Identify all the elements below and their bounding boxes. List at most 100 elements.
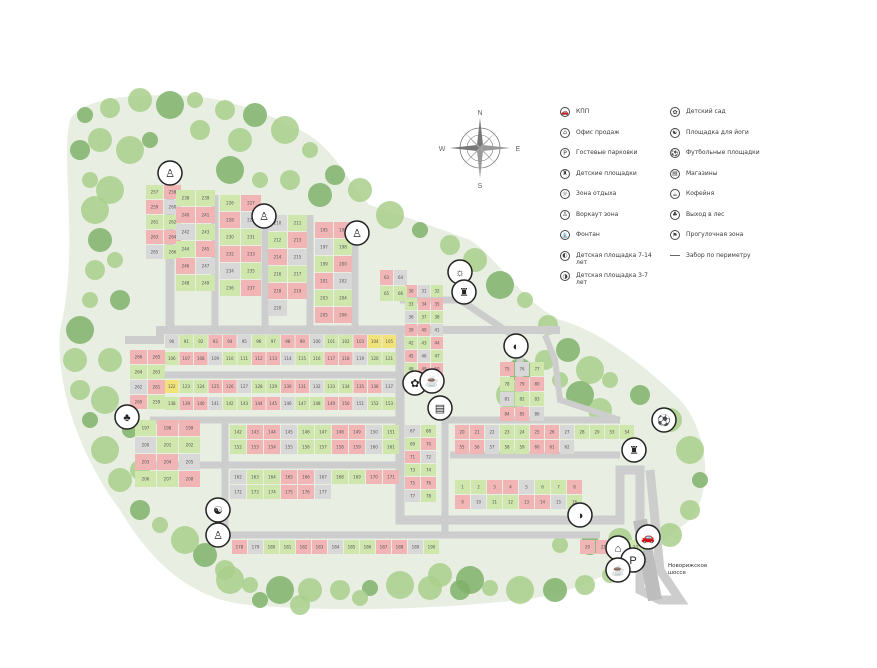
kids-3-7-icon[interactable]: ◑ <box>567 502 593 528</box>
lot-55[interactable]: 55 <box>455 440 469 454</box>
lot-247[interactable]: 247 <box>196 258 215 274</box>
playground-icon[interactable]: ♜ <box>621 437 647 463</box>
cafe-icon[interactable]: ☕ <box>605 557 631 583</box>
lot-206[interactable]: 206 <box>135 471 156 487</box>
lot-3[interactable]: 3 <box>487 480 502 494</box>
lot-5[interactable]: 5 <box>519 480 534 494</box>
lot-29[interactable]: 29 <box>590 425 604 439</box>
lot-76[interactable]: 76 <box>421 477 436 489</box>
lot-132[interactable]: 132 <box>310 380 324 393</box>
lot-85[interactable]: 85 <box>515 407 529 421</box>
lot-44[interactable]: 44 <box>431 337 443 349</box>
lot-69[interactable]: 69 <box>405 438 420 450</box>
lot-242[interactable]: 242 <box>176 224 195 240</box>
lot-212[interactable]: 212 <box>268 232 287 248</box>
lot-78[interactable]: 78 <box>421 490 436 502</box>
lot-170[interactable]: 170 <box>366 470 382 484</box>
lot-150[interactable]: 150 <box>339 397 353 410</box>
lot-108[interactable]: 108 <box>194 352 208 365</box>
lot-203[interactable]: 203 <box>315 290 333 306</box>
lot-186[interactable]: 186 <box>360 540 375 554</box>
lot-70[interactable]: 70 <box>421 438 436 450</box>
lot-26[interactable]: 26 <box>545 425 559 439</box>
lot-178[interactable]: 178 <box>232 540 247 554</box>
lot-259[interactable]: 259 <box>146 200 163 214</box>
lot-27[interactable]: 27 <box>560 425 574 439</box>
lot-145[interactable]: 145 <box>281 425 297 439</box>
lot-64[interactable]: 64 <box>394 270 407 285</box>
lot-119[interactable]: 119 <box>353 352 368 365</box>
lot-91[interactable]: 91 <box>179 335 194 348</box>
lot-205[interactable]: 205 <box>179 454 200 470</box>
lot-34[interactable]: 34 <box>418 298 430 310</box>
lot-95[interactable]: 95 <box>237 335 252 348</box>
lot-189[interactable]: 189 <box>408 540 423 554</box>
lot-31[interactable]: 31 <box>418 285 430 297</box>
lot-67[interactable]: 67 <box>405 425 420 437</box>
lot-106[interactable]: 106 <box>165 352 179 365</box>
lot-215[interactable]: 215 <box>288 249 307 265</box>
lot-145[interactable]: 145 <box>266 397 281 410</box>
lot-184[interactable]: 184 <box>328 540 343 554</box>
lot-146[interactable]: 146 <box>298 425 314 439</box>
lot-207[interactable]: 207 <box>157 471 178 487</box>
lot-241[interactable]: 241 <box>196 207 215 223</box>
lot-112[interactable]: 112 <box>252 352 266 365</box>
lot-162[interactable]: 162 <box>230 470 246 484</box>
lot-168[interactable]: 168 <box>332 470 348 484</box>
lot-15[interactable]: 15 <box>551 495 566 509</box>
lot-231[interactable]: 231 <box>241 229 261 245</box>
lot-134[interactable]: 134 <box>339 380 353 393</box>
lot-118[interactable]: 118 <box>339 352 353 365</box>
lot-28[interactable]: 28 <box>575 425 589 439</box>
lot-263[interactable]: 263 <box>148 365 165 379</box>
lot-21[interactable]: 21 <box>470 425 484 439</box>
lot-198[interactable]: 198 <box>334 239 352 255</box>
lot-42[interactable]: 42 <box>405 337 417 349</box>
lot-90[interactable]: 90 <box>165 335 179 348</box>
lot-116[interactable]: 116 <box>310 352 324 365</box>
lot-236[interactable]: 236 <box>220 280 240 296</box>
lot-237[interactable]: 237 <box>241 280 261 296</box>
lot-204[interactable]: 204 <box>157 454 178 470</box>
lot-63[interactable]: 63 <box>380 270 393 285</box>
lot-94[interactable]: 94 <box>223 335 237 348</box>
lot-195[interactable]: 195 <box>315 222 333 238</box>
kids-7-14-icon[interactable]: ◐ <box>503 333 529 359</box>
lot-139[interactable]: 139 <box>179 397 194 410</box>
lot-80[interactable]: 80 <box>530 377 544 391</box>
lot-243[interactable]: 243 <box>196 224 215 240</box>
lot-176[interactable]: 176 <box>298 485 314 499</box>
lot-6[interactable]: 6 <box>535 480 550 494</box>
lot-183[interactable]: 183 <box>312 540 327 554</box>
lot-126[interactable]: 126 <box>223 380 237 393</box>
lot-163[interactable]: 163 <box>247 470 263 484</box>
lot-109[interactable]: 109 <box>208 352 223 365</box>
lot-35[interactable]: 35 <box>431 298 443 310</box>
lot-147[interactable]: 147 <box>315 425 331 439</box>
lot-217[interactable]: 217 <box>288 266 307 282</box>
lot-261[interactable]: 261 <box>146 215 163 229</box>
lot-113[interactable]: 113 <box>266 352 281 365</box>
playground-icon[interactable]: ♜ <box>451 279 477 305</box>
lot-82[interactable]: 82 <box>515 392 529 406</box>
lot-117[interactable]: 117 <box>324 352 339 365</box>
lot-144[interactable]: 144 <box>264 425 280 439</box>
lot-200[interactable]: 200 <box>135 437 156 453</box>
lot-98[interactable]: 98 <box>281 335 295 348</box>
lot-93[interactable]: 93 <box>208 335 223 348</box>
lot-74[interactable]: 74 <box>421 464 436 476</box>
lot-38[interactable]: 38 <box>431 311 443 323</box>
lot-2[interactable]: 2 <box>471 480 486 494</box>
lot-202[interactable]: 202 <box>334 273 352 289</box>
lot-45[interactable]: 45 <box>405 350 417 362</box>
lot-73[interactable]: 73 <box>405 464 420 476</box>
lot-153[interactable]: 153 <box>247 440 263 454</box>
lot-77[interactable]: 77 <box>530 362 544 376</box>
lot-20[interactable]: 20 <box>580 540 595 554</box>
walking-zone-icon[interactable]: ♙ <box>344 220 370 246</box>
lot-142[interactable]: 142 <box>230 425 246 439</box>
lot-199[interactable]: 199 <box>315 256 333 272</box>
lot-101[interactable]: 101 <box>324 335 339 348</box>
lot-24[interactable]: 24 <box>515 425 529 439</box>
